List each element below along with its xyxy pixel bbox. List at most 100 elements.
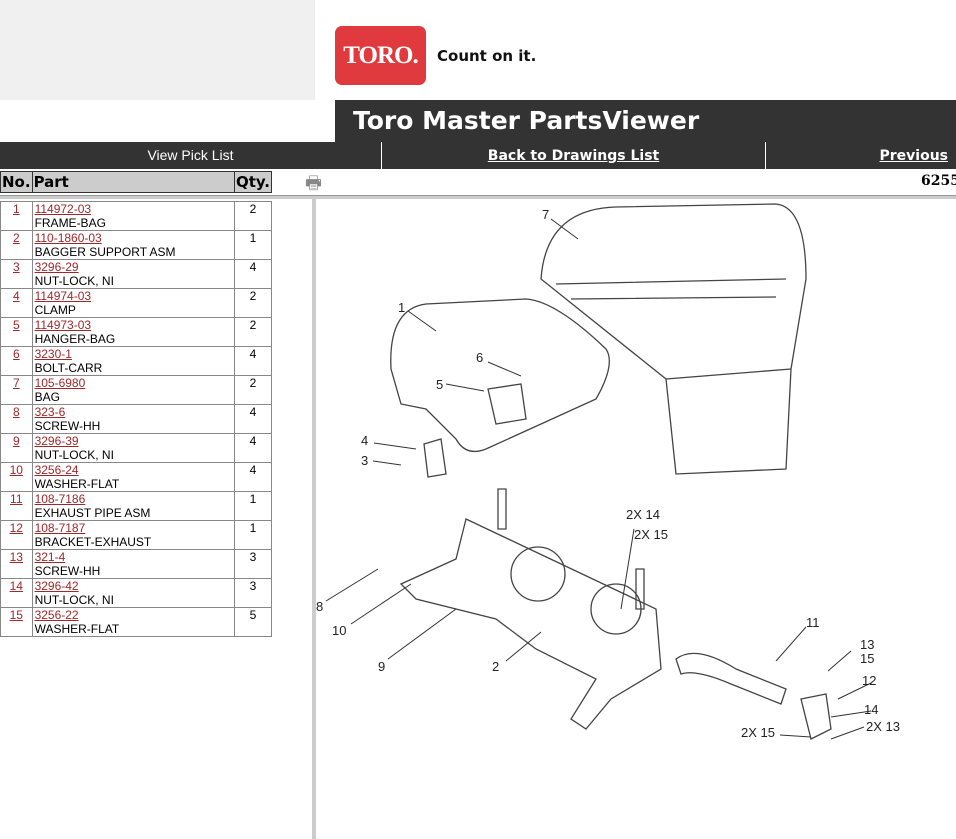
part-description: BOLT-CARR xyxy=(34,361,103,375)
part-number-link[interactable]: 114974-03 xyxy=(34,289,92,303)
item-number-link[interactable]: 1 xyxy=(12,202,20,216)
item-number-link[interactable]: 10 xyxy=(9,463,23,477)
callout-label: 2X 13 xyxy=(866,719,900,734)
callout-label: 3 xyxy=(361,453,368,468)
part-description: WASHER-FLAT xyxy=(34,477,120,491)
panel-divider[interactable] xyxy=(312,199,316,839)
part-number-link[interactable]: 105-6980 xyxy=(34,376,86,390)
part-number-link[interactable]: 108-7187 xyxy=(34,521,86,535)
callout-label: 2 xyxy=(492,659,499,674)
part-number-link[interactable]: 3256-22 xyxy=(34,608,79,622)
part-qty: 4 xyxy=(233,433,273,463)
callout-label: 11 xyxy=(806,615,820,630)
part-number-link[interactable]: 114973-03 xyxy=(34,318,92,332)
part-description: NUT-LOCK, NI xyxy=(34,593,114,607)
part-description: NUT-LOCK, NI xyxy=(34,448,114,462)
item-number-link[interactable]: 9 xyxy=(12,434,20,448)
item-number-link[interactable]: 12 xyxy=(9,521,23,535)
bag-shape xyxy=(540,203,807,475)
previous-link[interactable]: Previous xyxy=(879,148,948,164)
callout-label: 6 xyxy=(476,350,483,365)
part-description: EXHAUST PIPE ASM xyxy=(34,506,151,520)
callout-label: 14 xyxy=(864,702,878,717)
item-number-link[interactable]: 13 xyxy=(9,550,23,564)
part-number-link[interactable]: 3296-42 xyxy=(34,579,79,593)
item-number-link[interactable]: 8 xyxy=(12,405,20,419)
callout-label: 13 xyxy=(860,637,874,652)
part-qty: 2 xyxy=(233,317,273,347)
callout-label: 15 xyxy=(860,651,874,666)
view-pick-list-button[interactable]: View Pick List xyxy=(0,142,382,169)
divider xyxy=(0,195,956,199)
item-number-link[interactable]: 4 xyxy=(12,289,20,303)
part-qty: 2 xyxy=(233,288,273,318)
callout-label: 4 xyxy=(361,433,368,448)
back-to-drawings-link[interactable]: Back to Drawings List xyxy=(487,148,660,164)
part-qty: 4 xyxy=(233,404,273,434)
item-number-link[interactable]: 15 xyxy=(9,608,23,622)
part-qty: 3 xyxy=(233,578,273,608)
part-description: SCREW-HH xyxy=(34,564,101,578)
item-number-link[interactable]: 7 xyxy=(12,376,20,390)
part-number-link[interactable]: 3296-29 xyxy=(34,260,79,274)
part-description: BRACKET-EXHAUST xyxy=(34,535,152,549)
item-number-link[interactable]: 2 xyxy=(12,231,20,245)
support-shape xyxy=(399,518,662,730)
exhaust-pipe xyxy=(675,652,787,705)
header-blank xyxy=(0,0,315,100)
part-qty: 4 xyxy=(233,346,273,376)
part-number-link[interactable]: 114972-03 xyxy=(34,202,92,216)
part-number-link[interactable]: 3256-24 xyxy=(34,463,79,477)
part-description: BAGGER SUPPORT ASM xyxy=(34,245,176,259)
item-number-link[interactable]: 3 xyxy=(12,260,20,274)
callout-label: 2X 15 xyxy=(741,725,775,740)
part-qty: 4 xyxy=(233,259,273,289)
item-number-link[interactable]: 11 xyxy=(10,492,23,506)
clamp-shape xyxy=(423,438,447,478)
col-no: No. xyxy=(0,171,33,193)
page-number: 6255 xyxy=(921,173,956,189)
item-number-link[interactable]: 6 xyxy=(12,347,20,361)
tagline: Count on it. xyxy=(437,47,537,65)
part-qty: 1 xyxy=(233,230,273,260)
part-description: HANGER-BAG xyxy=(34,332,116,346)
part-qty: 2 xyxy=(233,201,273,231)
part-number-link[interactable]: 110-1860-03 xyxy=(34,231,102,245)
printer-icon[interactable]: 🖶 xyxy=(305,173,322,193)
part-description: NUT-LOCK, NI xyxy=(34,274,114,288)
part-qty: 2 xyxy=(233,375,273,405)
col-part: Part xyxy=(31,171,235,193)
part-qty: 3 xyxy=(233,549,273,579)
part-description: WASHER-FLAT xyxy=(34,622,120,636)
item-number-link[interactable]: 5 xyxy=(12,318,20,332)
callout-label: 5 xyxy=(436,377,443,392)
col-qty: Qty. xyxy=(233,171,273,193)
part-qty: 1 xyxy=(233,520,273,550)
part-number-link[interactable]: 321-4 xyxy=(34,550,66,564)
part-qty: 1 xyxy=(233,491,273,521)
part-description: FRAME-BAG xyxy=(34,216,106,230)
item-number-link[interactable]: 14 xyxy=(9,579,23,593)
part-number-link[interactable]: 3230-1 xyxy=(34,347,72,361)
page-title: Toro Master PartsViewer xyxy=(335,100,956,142)
part-qty: 5 xyxy=(233,607,273,637)
callout-label: 12 xyxy=(862,673,876,688)
part-number-link[interactable]: 108-7186 xyxy=(34,492,86,506)
part-number-link[interactable]: 323-6 xyxy=(34,405,66,419)
callout-label: 8 xyxy=(316,599,323,614)
part-number-link[interactable]: 3296-39 xyxy=(34,434,79,448)
